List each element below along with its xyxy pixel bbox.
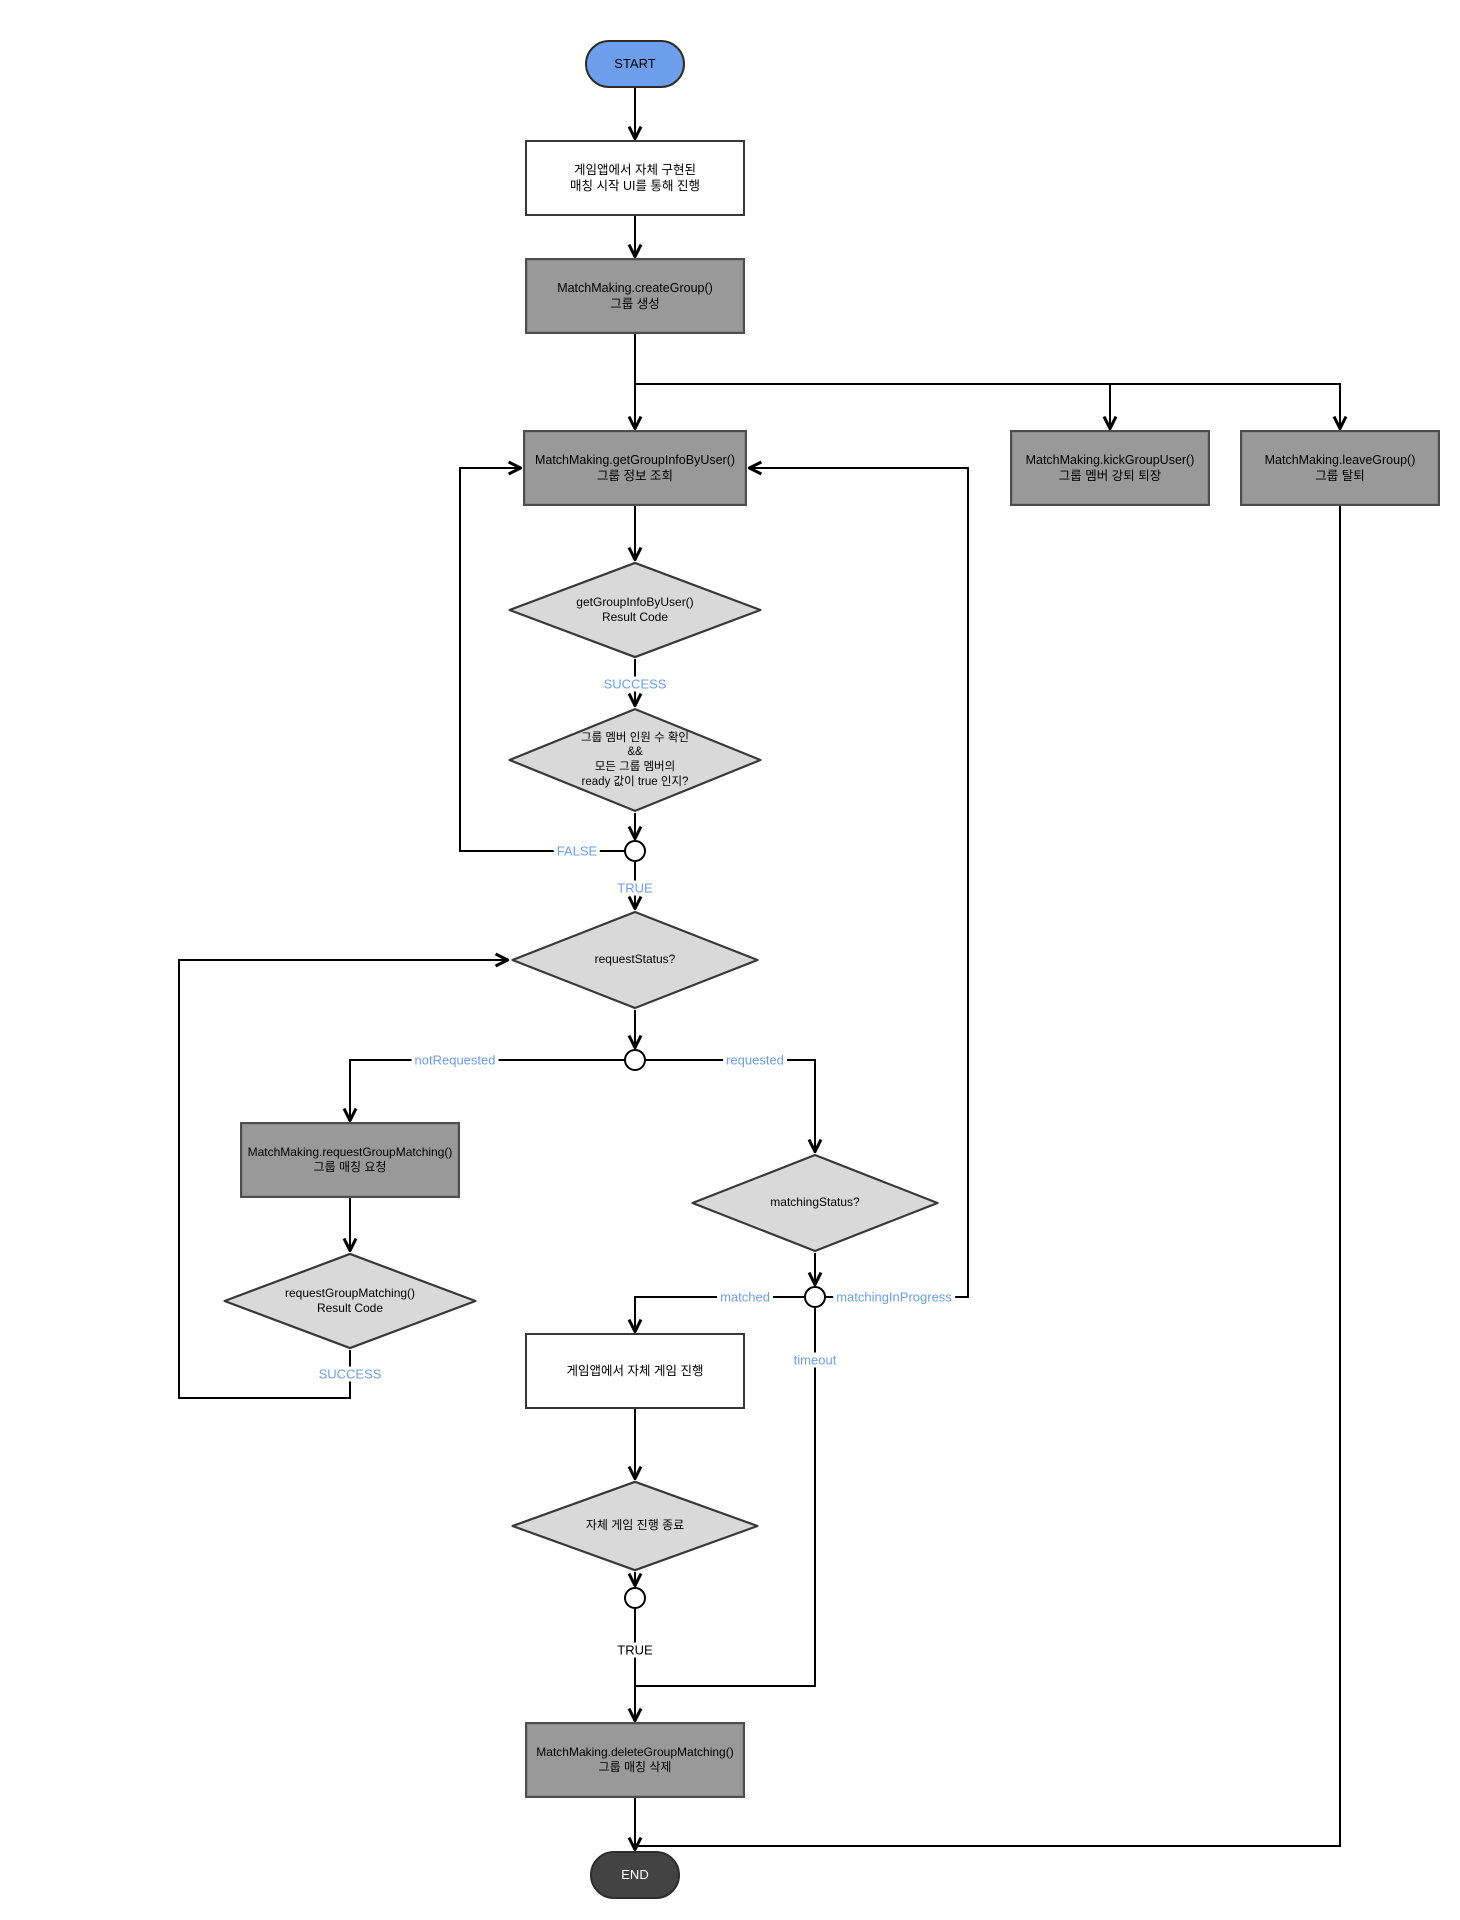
get-info-result-label: getGroupInfoByUser() Result Code	[576, 594, 694, 624]
edge-label-timeout: timeout	[790, 1352, 840, 1368]
delete-group-matching-node: MatchMaking.deleteGroupMatching() 그룹 매칭 …	[525, 1722, 745, 1798]
diamond-shape	[690, 1153, 940, 1253]
edge-label-true-1: TRUE	[614, 880, 656, 896]
create-group-label: MatchMaking.createGroup() 그룹 생성	[557, 281, 713, 311]
game-play-end-label: 자체 게임 진행 종료	[585, 1518, 685, 1533]
request-status-label: requestStatus?	[594, 952, 676, 967]
create-group-node: MatchMaking.createGroup() 그룹 생성	[525, 258, 745, 334]
edge-label-matching-in-progress: matchingInProgress	[833, 1289, 955, 1305]
junction-matching-status	[804, 1286, 826, 1308]
request-status-decision: requestStatus?	[510, 910, 760, 1010]
edge-requested-to-matchingstatus	[646, 1059, 815, 1151]
game-play-node: 게임앱에서 자체 게임 진행	[525, 1333, 745, 1409]
request-group-matching-label: MatchMaking.requestGroupMatching() 그룹 매칭…	[247, 1144, 453, 1174]
edge-timeout-merge	[636, 1308, 816, 1687]
delete-group-matching-label: MatchMaking.deleteGroupMatching() 그룹 매칭 …	[536, 1744, 734, 1774]
end-label: END	[621, 1866, 649, 1882]
leave-group-node: MatchMaking.leaveGroup() 그룹 탈퇴	[1240, 430, 1440, 506]
junction-member-check	[624, 840, 646, 862]
edge-leavegroup-merge-to-end	[637, 506, 1341, 1847]
edge-branch-to-leavegroup	[635, 383, 1340, 428]
diamond-shape	[222, 1252, 478, 1350]
request-matching-result-label: requestGroupMatching() Result Code	[284, 1285, 416, 1315]
diamond-shape	[510, 910, 760, 1010]
get-group-info-node: MatchMaking.getGroupInfoByUser() 그룹 정보 조…	[523, 430, 747, 506]
diamond-shape	[507, 561, 763, 659]
edge-notrequested-to-requestmatching	[350, 1059, 624, 1120]
kick-group-user-label: MatchMaking.kickGroupUser() 그룹 멤버 강퇴 퇴장	[1025, 453, 1195, 483]
self-ui-step-node: 게임앱에서 자체 구현된 매칭 시작 UI를 통해 진행	[525, 140, 745, 216]
get-info-result-decision: getGroupInfoByUser() Result Code	[507, 561, 763, 659]
start-label: START	[614, 55, 656, 71]
edge-label-success-2: SUCCESS	[315, 1366, 385, 1382]
edge-label-true-2: TRUE	[614, 1642, 656, 1658]
edge-false-loop-to-getinfo	[459, 468, 624, 852]
end-terminator: END	[590, 1851, 680, 1899]
diamond-shape	[507, 707, 763, 813]
edge-label-matched: matched	[717, 1289, 773, 1305]
game-play-label: 게임앱에서 자체 게임 진행	[566, 1364, 704, 1378]
request-matching-result-decision: requestGroupMatching() Result Code	[222, 1252, 478, 1350]
junction-game-end	[624, 1587, 646, 1609]
edge-label-success-1: SUCCESS	[600, 676, 670, 692]
matching-status-label: matchingStatus?	[770, 1195, 860, 1210]
junction-request-status	[624, 1049, 646, 1071]
kick-group-user-node: MatchMaking.kickGroupUser() 그룹 멤버 강퇴 퇴장	[1010, 430, 1210, 506]
edge-label-false: FALSE	[553, 843, 601, 859]
diamond-shape	[510, 1480, 760, 1572]
matching-status-decision: matchingStatus?	[690, 1153, 940, 1253]
leave-group-label: MatchMaking.leaveGroup() 그룹 탈퇴	[1264, 453, 1416, 483]
edge-label-not-requested: notRequested	[411, 1052, 499, 1068]
edge-success2-loop-to-requeststatus	[178, 960, 507, 1399]
edge-label-requested: requested	[723, 1052, 787, 1068]
game-play-end-decision: 자체 게임 진행 종료	[510, 1480, 760, 1572]
request-group-matching-node: MatchMaking.requestGroupMatching() 그룹 매칭…	[240, 1122, 460, 1198]
member-ready-check-label: 그룹 멤버 인원 수 확인 && 모든 그룹 멤버의 ready 값이 true…	[581, 731, 689, 788]
self-ui-step-label: 게임앱에서 자체 구현된 매칭 시작 UI를 통해 진행	[570, 163, 700, 193]
start-terminator: START	[585, 40, 685, 88]
member-ready-check-decision: 그룹 멤버 인원 수 확인 && 모든 그룹 멤버의 ready 값이 true…	[507, 707, 763, 813]
get-group-info-label: MatchMaking.getGroupInfoByUser() 그룹 정보 조…	[534, 453, 736, 483]
